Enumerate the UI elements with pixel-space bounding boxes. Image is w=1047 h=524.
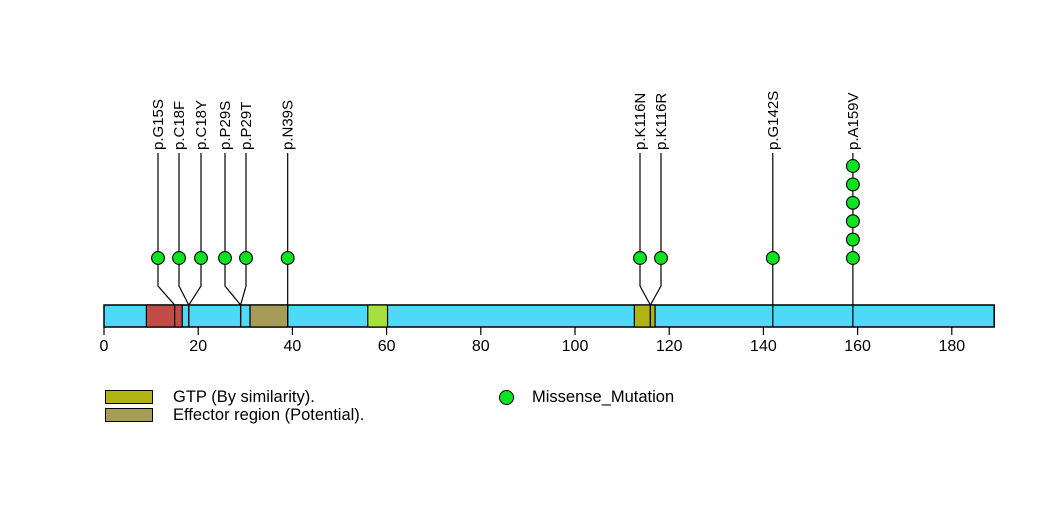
lollipop-stick [188, 153, 202, 327]
legend-label-missense: Missense_Mutation [532, 388, 675, 406]
mutation-circle [172, 251, 186, 265]
legend-label-effector: Effector region (Potential). [173, 406, 365, 424]
lollipop-stick [639, 153, 651, 327]
domain-region-2 [367, 304, 389, 328]
lollipop-stick [178, 153, 190, 327]
lollipop-stick [239, 153, 247, 327]
mutation-circle [633, 251, 647, 265]
mutation-label: p.C18Y [193, 100, 210, 150]
mutation-circle [845, 232, 860, 247]
missense-mutation-swatch [499, 389, 514, 405]
mutation-label: p.K116R [653, 93, 670, 150]
legend-item-effector: Effector region (Potential). [105, 407, 364, 423]
mutation-circle [151, 251, 165, 265]
mutation-circle [845, 251, 860, 265]
mutation-label: p.P29T [238, 102, 255, 150]
mutation-circle [845, 195, 860, 210]
mutation-circle [194, 251, 208, 265]
domain-region-0 [145, 304, 183, 328]
effector-color-swatch [105, 408, 153, 422]
domain-region-1 [249, 304, 289, 328]
axis-tick-label: 0 [100, 338, 109, 355]
mutation-circle [845, 214, 860, 229]
axis-tick-label: 60 [378, 338, 396, 355]
mutation-label: p.P29S [217, 101, 234, 150]
mutation-circle [280, 251, 295, 265]
axis-tick-label: 80 [472, 338, 490, 355]
mutation-circle [845, 177, 860, 192]
lollipop-stick [224, 153, 242, 327]
axis-tick-label: 160 [844, 338, 871, 355]
mutation-label: p.C18F [171, 101, 188, 150]
gtp-color-swatch [105, 390, 153, 404]
axis-tick-label: 180 [938, 338, 965, 355]
mutation-circle [765, 251, 780, 265]
legend-item-missense: Missense_Mutation [499, 389, 674, 405]
axis-tick-label: 120 [656, 338, 683, 355]
mutation-label: p.K116N [632, 93, 649, 150]
axis-tick-label: 20 [189, 338, 207, 355]
mutation-circle [239, 251, 253, 265]
lollipop-stick [649, 153, 662, 327]
mutation-circle [654, 251, 668, 265]
mutation-label: p.A159V [845, 92, 862, 150]
axis-tick-label: 100 [562, 338, 589, 355]
protein-bar [103, 304, 995, 328]
legend-item-gtp: GTP (By similarity). [105, 389, 315, 405]
mutation-label: p.N39S [280, 100, 297, 150]
lollipop-stick [157, 153, 176, 327]
mutation-circle [218, 251, 232, 265]
mutation-label: p.G142S [765, 91, 782, 150]
mutation-label: p.G15S [150, 99, 167, 150]
axis-tick-label: 40 [284, 338, 302, 355]
legend-label-gtp: GTP (By similarity). [173, 388, 315, 406]
axis-tick-label: 140 [750, 338, 777, 355]
domain-region-3 [633, 304, 656, 328]
mutation-circle [845, 159, 860, 173]
